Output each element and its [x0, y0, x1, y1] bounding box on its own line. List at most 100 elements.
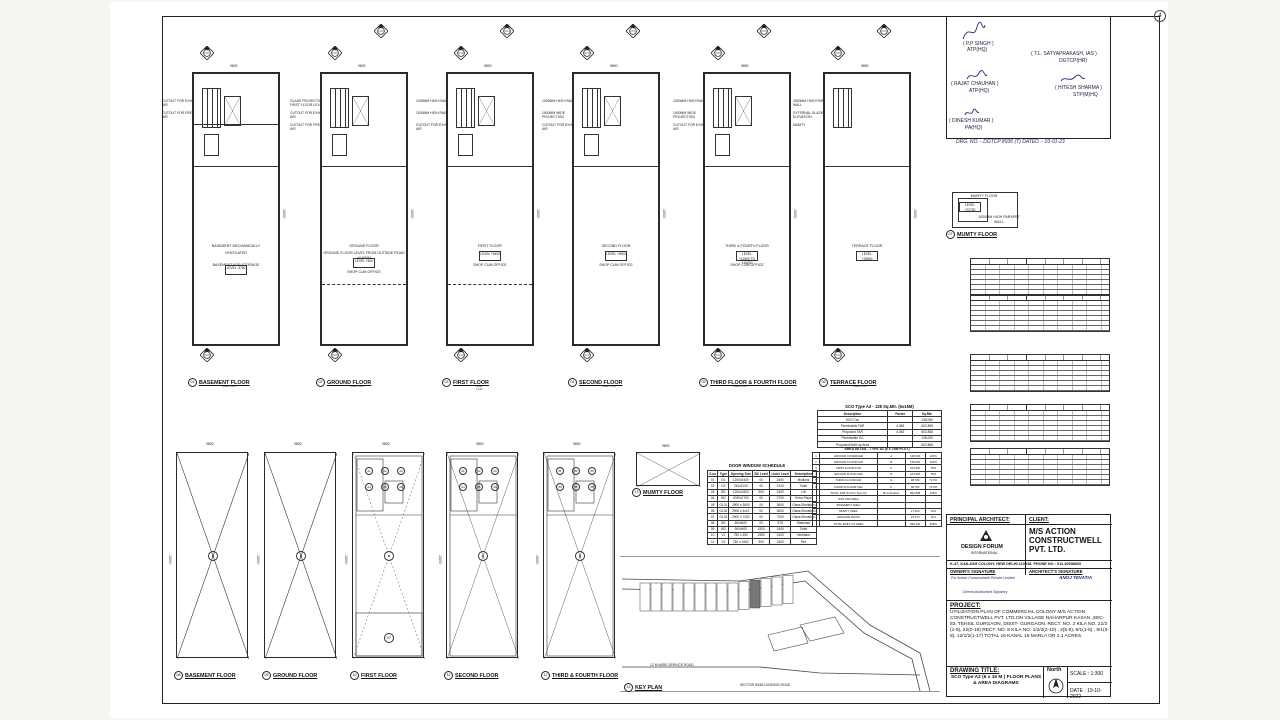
section-marker: [580, 46, 594, 60]
area-calc-header: [971, 355, 1109, 361]
caption-number: 03: [442, 378, 451, 387]
caption-number: 09: [262, 671, 271, 680]
section-marker: [328, 348, 342, 362]
room-label: SECOND FLOOR: [601, 244, 631, 248]
area-detail-title: AREA DETAIL - TYPE A2 (6 X 15M PLOT): [844, 447, 910, 451]
level-marker: LEVEL +9000: [605, 251, 627, 261]
length-dimension: 15000: [535, 555, 539, 565]
mumty-caption: 07 MUMTY FLOOR: [946, 230, 997, 239]
area-marker: 02: [572, 467, 580, 475]
length-dimension: 15000: [344, 555, 348, 565]
width-dimension: 9800: [206, 442, 214, 446]
mumty-caption-title: MUMTY FLOOR: [957, 231, 998, 238]
signature-scribble-4: [964, 108, 980, 116]
area-calc-row: [971, 386, 1109, 391]
signature-scribble-2: [966, 70, 988, 80]
drawing-border: [162, 16, 1160, 704]
section-marker: [831, 46, 845, 60]
caption-title: SECOND FLOOR: [579, 379, 623, 386]
project-description: UTILIZATION PLAN OF COMMERCIAL COLONY M/…: [950, 610, 1109, 639]
caption-title: THIRD FLOOR & FOURTH FLOOR: [710, 379, 797, 386]
caption-number: 11: [444, 671, 453, 680]
caption-title: FIRST FLOOR: [453, 379, 489, 386]
area-diagram-09: A: [264, 452, 337, 659]
section-marker: [374, 24, 388, 38]
plan-annotation: 1500MM HIGH PARAPET WALL: [793, 99, 833, 107]
north-arrow-icon: [1048, 678, 1064, 694]
caption-title: SECOND FLOOR: [455, 672, 499, 679]
section-marker: [580, 348, 594, 362]
width-dimension: 9800: [610, 64, 618, 68]
area-calc-block: [970, 354, 1110, 392]
double-height-divider: [322, 284, 406, 285]
area-marker: A: [478, 551, 488, 561]
principal-architect-label: PRINCIPAL ARCHITECT:: [950, 517, 1010, 523]
sig-1-role: ATP(HQ): [967, 47, 988, 53]
section-marker: [877, 24, 891, 38]
client-label: CLIENT:: [1029, 517, 1049, 523]
section-marker: [711, 348, 725, 362]
sig-2-role: DGTCP(HR): [1059, 58, 1088, 64]
core-block: [456, 88, 505, 158]
area-marker: 03: [588, 467, 596, 475]
caption-number: 13: [632, 488, 641, 497]
area-marker: A: [575, 551, 585, 561]
north-label: North: [1047, 667, 1062, 673]
length-dimension: 15000: [282, 209, 286, 219]
level-marker: LEVEL +12600 TO +16200: [736, 251, 758, 265]
area-diagram-13: [636, 452, 701, 487]
caption-scale: Scale 1:100: [350, 385, 364, 388]
area-calc-row: [971, 465, 1109, 470]
room-label: SHOP CUM OFFICE: [347, 270, 381, 274]
width-dimension: 9800: [476, 442, 484, 446]
section-marker: [200, 348, 214, 362]
sig-5-role: PA(HQ): [965, 125, 983, 131]
area-calc-header: [971, 405, 1109, 411]
area-marker: 06: [588, 483, 596, 491]
key-plan-road-2: SECTOR 83/84 DIVIDING ROAD: [740, 683, 791, 687]
caption-title: THIRD & FOURTH FLOOR: [552, 672, 619, 679]
staircase: [330, 88, 350, 128]
caption-scale: Scale 1:100: [476, 385, 483, 391]
area-calc-row: [971, 455, 1109, 460]
key-plan-plot: [727, 582, 739, 612]
area-calc-row: [971, 306, 1109, 311]
plan-annotation: CUTOUT FOR EXHAUST AIR: [542, 123, 581, 131]
area-calc-row: [971, 275, 1109, 280]
drawing-number-note: DRG. NO. - DGTCP 8936 (T) DATED :- 03-01…: [956, 139, 1065, 145]
architect-stamp: ANOJ TEVATIA: [1059, 575, 1093, 580]
lift-shaft: [603, 96, 621, 126]
room-label: FIRST FLOOR: [478, 244, 502, 248]
width-dimension: 9800: [358, 64, 366, 68]
length-dimension: 15000: [662, 209, 666, 219]
room-label: THIRD & FOURTH FLOOR: [725, 244, 769, 248]
drawing-title: SCO Type A2 (6 x 15 M ) FLOOR PLANS & AR…: [950, 675, 1042, 686]
width-dimension: 9800: [484, 64, 492, 68]
table-cell: 602.808: [912, 440, 942, 449]
plan-annotation: CUTOUT FOR EXHAUST AIR: [673, 123, 712, 131]
area-calc-row: [971, 270, 1109, 275]
width-dimension: 9800: [382, 442, 390, 446]
area-marker: 06: [397, 483, 405, 491]
double-height-divider: [448, 284, 532, 285]
toilet: [204, 134, 220, 156]
area-calc-row: [971, 280, 1109, 285]
area-calc-row: [971, 371, 1109, 376]
caption-scale: Scale 1:100: [733, 385, 747, 388]
sig-2-name: ( T.L. SATYAPRAKASH, IAS ): [1031, 51, 1097, 57]
caption-number: 02: [316, 378, 325, 387]
plan-annotation: EXTERNAL GLAZING AS ELEVATION: [793, 111, 832, 119]
area-calc-block: [970, 404, 1110, 442]
area-calc-row: [971, 426, 1109, 431]
